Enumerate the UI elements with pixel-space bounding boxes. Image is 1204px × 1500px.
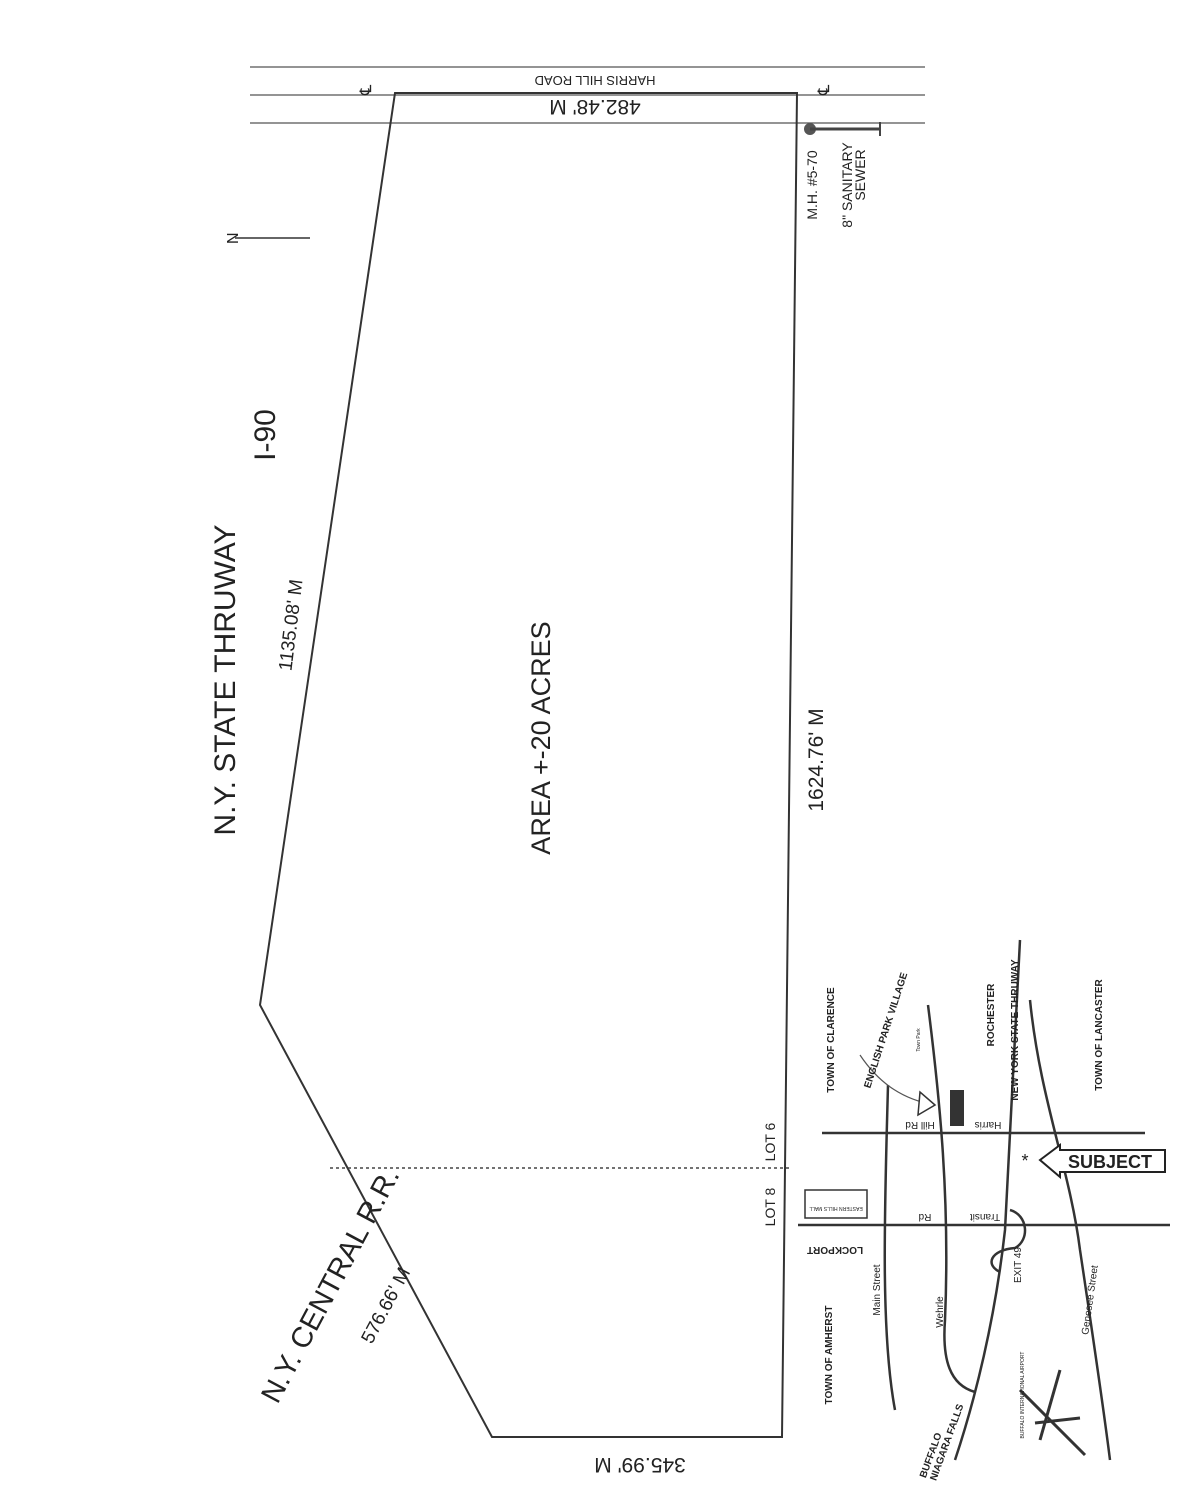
map-main-street: Main Street [872,1264,883,1315]
subject-label: SUBJECT [1068,1152,1152,1172]
map-lockport: LOCKPORT [807,1244,863,1255]
map-exit: EXIT 49 [1013,1247,1024,1283]
map-town-park: Town Park [916,1028,922,1052]
centerline-symbol-right: ℄ [816,84,833,96]
map-town-amherst: TOWN OF AMHERST [824,1306,835,1405]
map-airport: BUFFALO INTERNATIONAL AIRPORT [1020,1352,1026,1439]
map-thruway: NEW YORK STATE THRUWAY [1010,959,1021,1101]
lot-8-label: LOT 8 [762,1187,778,1226]
location-map: * [798,939,1170,1461]
sewer-label-1: 8" SANITARY [839,142,855,228]
map-english-park: ENGLISH PARK VILLAGE [863,971,911,1090]
map-transit: Transit [970,1211,1000,1222]
subject-star-icon: * [1021,1151,1028,1171]
north-dimension: 482.48' M [549,95,641,118]
map-town-lancaster: TOWN OF LANCASTER [1094,978,1105,1090]
harris-hill-road [250,66,925,124]
railroad-dimension: 576.66' M [358,1264,415,1347]
parcel-boundary [258,92,799,1438]
lot-6-label: LOT 6 [762,1122,778,1161]
mall-box [804,1189,868,1219]
thruway-label: N.Y. STATE THRUWAY [209,524,242,835]
map-harris: Harris [975,1119,1002,1130]
north-arrow-icon: N [225,232,310,244]
svg-text:N: N [225,232,242,244]
map-rochester: ROCHESTER [986,983,997,1047]
area-label: AREA +-20 ACRES [526,621,556,854]
south-dimension: 345.99' M [594,1453,686,1476]
thruway-dimension: 1135.08' M [275,578,307,672]
airport-runways-icon [1018,1369,1087,1457]
map-wehrle: Wehrle [935,1296,946,1328]
map-town-clarence: TOWN OF CLARENCE [826,987,837,1093]
road-name: HARRIS HILL ROAD [535,73,656,88]
map-mall: EASTERN HILLS MALL [809,1205,863,1211]
manhole-label: M.H. #5-70 [804,150,820,219]
subject-arrow [1038,1143,1166,1180]
sewer-label-2: SEWER [852,149,868,200]
map-rd: Rd [919,1211,932,1222]
railroad-label: N.Y. CENTRAL R.R. [255,1163,406,1409]
building-mark [950,1090,964,1126]
east-dimension: 1624.76' M [805,708,828,811]
map-hill-rd: Hill Rd [905,1119,934,1130]
centerline-symbol-left: ℄ [358,84,375,96]
thruway-route: I-90 [249,409,282,461]
